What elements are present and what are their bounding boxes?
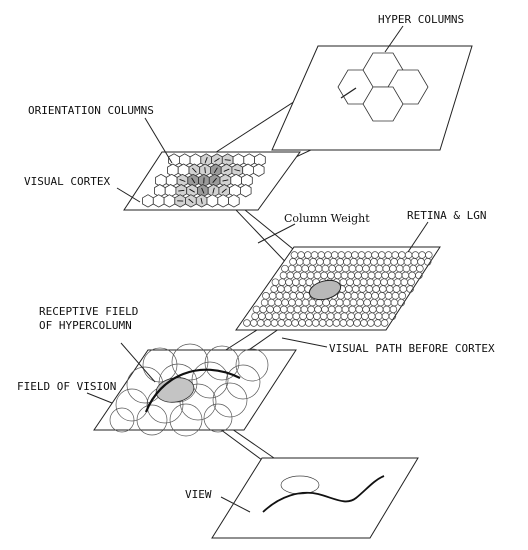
orientation-tick — [222, 179, 229, 182]
retina-circle — [423, 258, 432, 266]
retina-circle — [388, 312, 397, 320]
orientation-tick — [189, 188, 195, 193]
orientation-tick — [221, 188, 227, 193]
field-circle — [109, 407, 135, 433]
leader-retina-lgn — [407, 221, 429, 253]
orientation-tick — [213, 167, 218, 174]
orientation-mark — [340, 87, 357, 99]
label-receptive-field-line2: OF HYPERCOLUMN — [39, 319, 132, 332]
hexagon — [217, 194, 229, 208]
orientation-tick — [188, 198, 194, 204]
leader-view — [220, 496, 251, 513]
hexagon — [362, 86, 404, 122]
retina-lgn-plane — [235, 246, 441, 331]
field-circle — [191, 361, 229, 399]
retina-circle — [415, 271, 423, 280]
orientation-tick — [212, 187, 215, 194]
retina-receptor-circles — [243, 251, 433, 327]
field-of-vision-plane — [93, 343, 297, 437]
field-circle — [225, 364, 261, 400]
orientation-tick — [201, 187, 205, 194]
label-column-weight: Column Weight — [284, 212, 370, 225]
leader-orientation-columns — [144, 117, 173, 164]
orientation-tick — [179, 178, 186, 182]
leader-visual-cortex — [116, 187, 141, 203]
label-retina-lgn: RETINA & LGN — [407, 209, 486, 222]
field-circle — [212, 382, 248, 418]
hypercolumns-plane — [271, 45, 473, 151]
field-of-vision-circles — [109, 343, 269, 437]
leader-receptive-field — [120, 342, 156, 383]
orientation-tick — [212, 177, 217, 183]
retina-circle — [380, 319, 389, 327]
view-plane — [211, 457, 419, 539]
retina-receptive-ellipse — [308, 279, 342, 301]
hypercolumn-hexagons — [337, 52, 429, 122]
leader-column-weight — [257, 223, 296, 244]
orientation-tick — [191, 167, 197, 173]
orientation-column-hexagons — [142, 153, 266, 208]
field-circle — [142, 347, 178, 383]
hexagon — [163, 194, 176, 208]
label-orientation-columns: ORIENTATION COLUMNS — [28, 104, 154, 117]
text-labels: HYPER COLUMNS ORIENTATION COLUMNS VISUAL… — [17, 13, 495, 501]
field-circle — [136, 404, 168, 436]
retina-circle — [397, 298, 405, 307]
label-field-of-vision: FIELD OF VISION — [17, 380, 116, 393]
hexagon — [254, 153, 266, 167]
view-curve — [262, 475, 385, 513]
orientation-tick — [224, 159, 231, 161]
view-plane-outline — [211, 457, 419, 539]
field-circle — [179, 383, 217, 421]
orientation-tick — [223, 168, 230, 172]
orientation-tick — [204, 167, 206, 174]
hexagon — [228, 194, 240, 208]
field-circle — [169, 403, 203, 437]
stimulus-curve — [144, 368, 241, 413]
orientation-tick — [234, 169, 241, 172]
label-visual-path: VISUAL PATH BEFORE CORTEX — [329, 342, 495, 355]
label-view: VIEW — [185, 488, 212, 501]
label-receptive-field-line1: RECEPTIVE FIELD — [39, 305, 138, 318]
label-visual-cortex: VISUAL CORTEX — [24, 175, 110, 188]
orientation-ticks — [177, 157, 241, 204]
visual-cortex-plane — [123, 151, 301, 211]
orientation-tick — [200, 197, 203, 204]
leader-visual-path — [281, 337, 328, 348]
orientation-tick — [191, 177, 196, 184]
field-circle — [203, 403, 233, 433]
label-hyper-columns: HYPER COLUMNS — [378, 13, 464, 26]
field-circle — [235, 348, 269, 382]
hexagon — [152, 194, 165, 208]
leader-lines — [86, 25, 429, 513]
hexagon — [142, 194, 154, 208]
hexagon — [252, 163, 265, 177]
hexagon — [241, 173, 253, 188]
leader-hyper-columns — [384, 25, 404, 53]
hexagon — [206, 194, 219, 208]
orientation-tick — [178, 189, 185, 192]
orientation-tick — [214, 158, 220, 162]
retina-circle — [406, 285, 414, 293]
hexagon — [239, 184, 252, 198]
orientation-tick — [204, 157, 208, 163]
leader-field-of-vision — [86, 392, 113, 404]
